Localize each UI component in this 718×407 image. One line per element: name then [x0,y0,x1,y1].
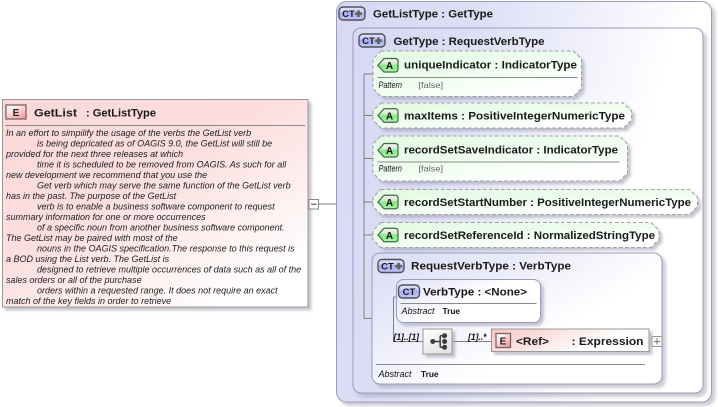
svg-text:recordSetSaveIndicator : Indic: recordSetSaveIndicator : IndicatorType [404,145,618,157]
svg-text:E: E [13,108,20,119]
svg-text:orders within a requested rang: orders within a requested range. It does… [37,286,278,296]
svg-text:Pattern: Pattern [379,80,403,90]
svg-text:CT: CT [403,287,416,298]
svg-text:GetType : RequestVerbType: GetType : RequestVerbType [394,36,545,48]
svg-text:match of the key fields in ord: match of the key fields in order to retr… [6,296,171,306]
svg-text:Abstract: Abstract [401,306,435,316]
svg-text:has in the past. The purpose o: has in the past. The purpose of the GetL… [6,191,177,201]
svg-text:Pattern: Pattern [379,164,403,174]
svg-text:A: A [386,231,393,242]
svg-text:The GetList may be paired with: The GetList may be paired with most of t… [6,233,178,243]
svg-text:E: E [500,337,507,348]
svg-text:Abstract: Abstract [378,369,412,379]
svg-text:GetList: GetList [34,108,77,120]
svg-text:A: A [386,198,393,209]
svg-text:maxItems : PositiveIntegerNume: maxItems : PositiveIntegerNumericType [404,111,625,123]
svg-text:<Ref>: <Ref> [516,336,549,348]
svg-text:: GetListType: : GetListType [86,108,156,120]
svg-text:sales orders or all of the pur: sales orders or all of the purchase [6,275,142,285]
svg-text:RequestVerbType : VerbType: RequestVerbType : VerbType [411,261,571,273]
svg-text:[1]..*: [1]..* [467,332,487,342]
svg-text:A: A [386,61,393,72]
svg-text:a BOD using the List verb. The: a BOD using the List verb. The GetList i… [6,254,170,264]
svg-text:VerbType : <None>: VerbType : <None> [423,287,527,299]
svg-text:CT: CT [342,9,355,20]
svg-text:of a specific noun from anothe: of a specific noun from another business… [37,223,285,233]
svg-text:[1]..[1]: [1]..[1] [393,332,420,342]
svg-text:new development we recommend t: new development we recommend that you us… [6,170,207,180]
svg-text:: Expression: : Expression [572,336,644,348]
svg-text:True: True [443,306,461,316]
svg-text:summary information for one or: summary information for one or more occu… [6,212,206,222]
svg-text:Get verb which may serve the s: Get verb which may serve the same functi… [37,181,291,191]
svg-text:recordSetStartNumber : Positiv: recordSetStartNumber : PositiveIntegerNu… [404,197,691,209]
svg-text:CT: CT [381,262,394,273]
svg-text:verb is to enable a business s: verb is to enable a business software co… [37,202,275,212]
svg-text:[false]: [false] [419,80,444,90]
svg-text:designed to retrieve multiple: designed to retrieve multiple occurrence… [37,265,301,275]
svg-text:CT: CT [362,36,375,47]
svg-text:uniqueIndicator : IndicatorTyp: uniqueIndicator : IndicatorType [404,60,577,72]
svg-text:A: A [386,111,393,122]
svg-text:nouns in the OAGIS specificati: nouns in the OAGIS specification.The res… [37,244,295,254]
svg-text:provided for the next three re: provided for the next three releases at … [5,149,183,159]
svg-text:A: A [386,146,393,157]
svg-text:is being depricated as of OAGI: is being depricated as of OAGIS 9.0, the… [37,139,272,149]
svg-text:[false]: [false] [419,164,444,174]
svg-text:GetListType : GetType: GetListType : GetType [373,8,493,20]
svg-text:In an effort to simpilify the: In an effort to simpilify the usage of t… [6,128,251,138]
svg-text:time it is scheduled to be rem: time it is scheduled to be removed from … [37,160,287,170]
svg-text:True: True [421,369,439,379]
svg-text:recordSetReferenceId : Normali: recordSetReferenceId : NormalizedStringT… [404,230,655,242]
